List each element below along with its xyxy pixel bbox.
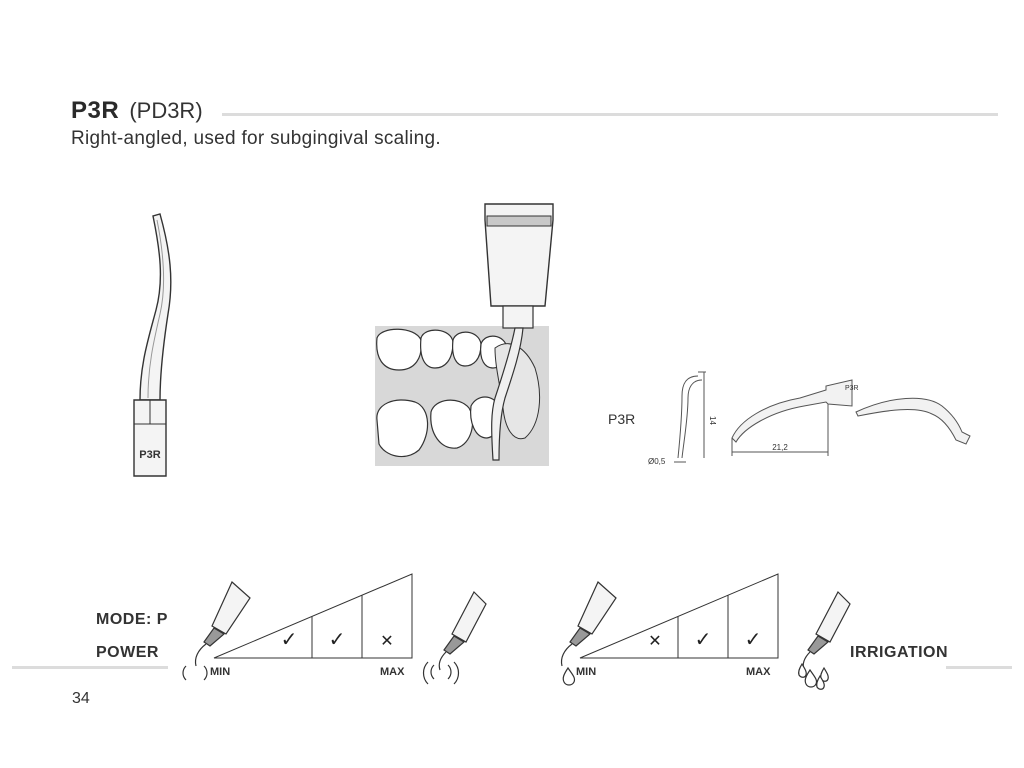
dimension-drawing: 14 Ø0,5 21,2 P3R [648, 371, 971, 466]
power-scale: ✓ ✓ ✕ [182, 573, 487, 685]
mode-label: MODE: P [96, 611, 168, 628]
scaler-tip-illustration: P3R [133, 213, 172, 477]
power-max-label: MAX [380, 666, 405, 678]
dimension-length-horizontal: 21,2 [772, 443, 788, 452]
irrigation-max-label: MAX [746, 666, 771, 678]
tip-code: P3R [71, 97, 120, 124]
irrigation-min-label: MIN [576, 666, 597, 678]
tip-engraving: P3R [139, 449, 160, 461]
power-level-1-mark: ✓ [281, 627, 298, 651]
dimension-label: P3R [608, 411, 636, 427]
power-max-vibration-icon [422, 661, 460, 685]
footer-rule-left [12, 666, 168, 669]
power-level-2-mark: ✓ [329, 627, 346, 651]
irrigation-label: IRRIGATION [850, 644, 949, 661]
irrigation-scale: ✕ ✓ ✓ [560, 573, 851, 690]
irrigation-max-handpiece-icon [802, 590, 851, 671]
tip-alt-code: (PD3R) [129, 98, 203, 123]
irrigation-level-2-mark: ✓ [695, 627, 712, 651]
irrigation-min-handpiece-icon [560, 581, 617, 667]
footer-rule-right [946, 666, 1012, 669]
dimension-length-vertical: 14 [708, 416, 717, 425]
power-level-3-mark: ✕ [380, 631, 393, 650]
power-min-label: MIN [210, 666, 231, 678]
power-min-vibration-icon [182, 665, 208, 681]
tip-description: Right-angled, used for subgingival scali… [71, 128, 441, 149]
irrigation-level-3-mark: ✓ [745, 627, 762, 651]
dimension-side-engraving: P3R [845, 385, 859, 392]
title-rule [222, 113, 998, 116]
page-title: P3R (PD3R) [71, 98, 203, 124]
irrigation-min-drop-icon [562, 666, 576, 686]
dimension-tip-diameter: Ø0,5 [648, 457, 666, 466]
power-max-handpiece-icon [438, 590, 487, 671]
irrigation-level-1-mark: ✕ [648, 631, 661, 650]
power-min-handpiece-icon [194, 581, 251, 667]
power-label: POWER [96, 644, 159, 661]
page-number: 34 [72, 690, 90, 707]
teeth-handpiece-illustration [375, 203, 554, 466]
irrigation-max-drops-icon [798, 662, 829, 690]
